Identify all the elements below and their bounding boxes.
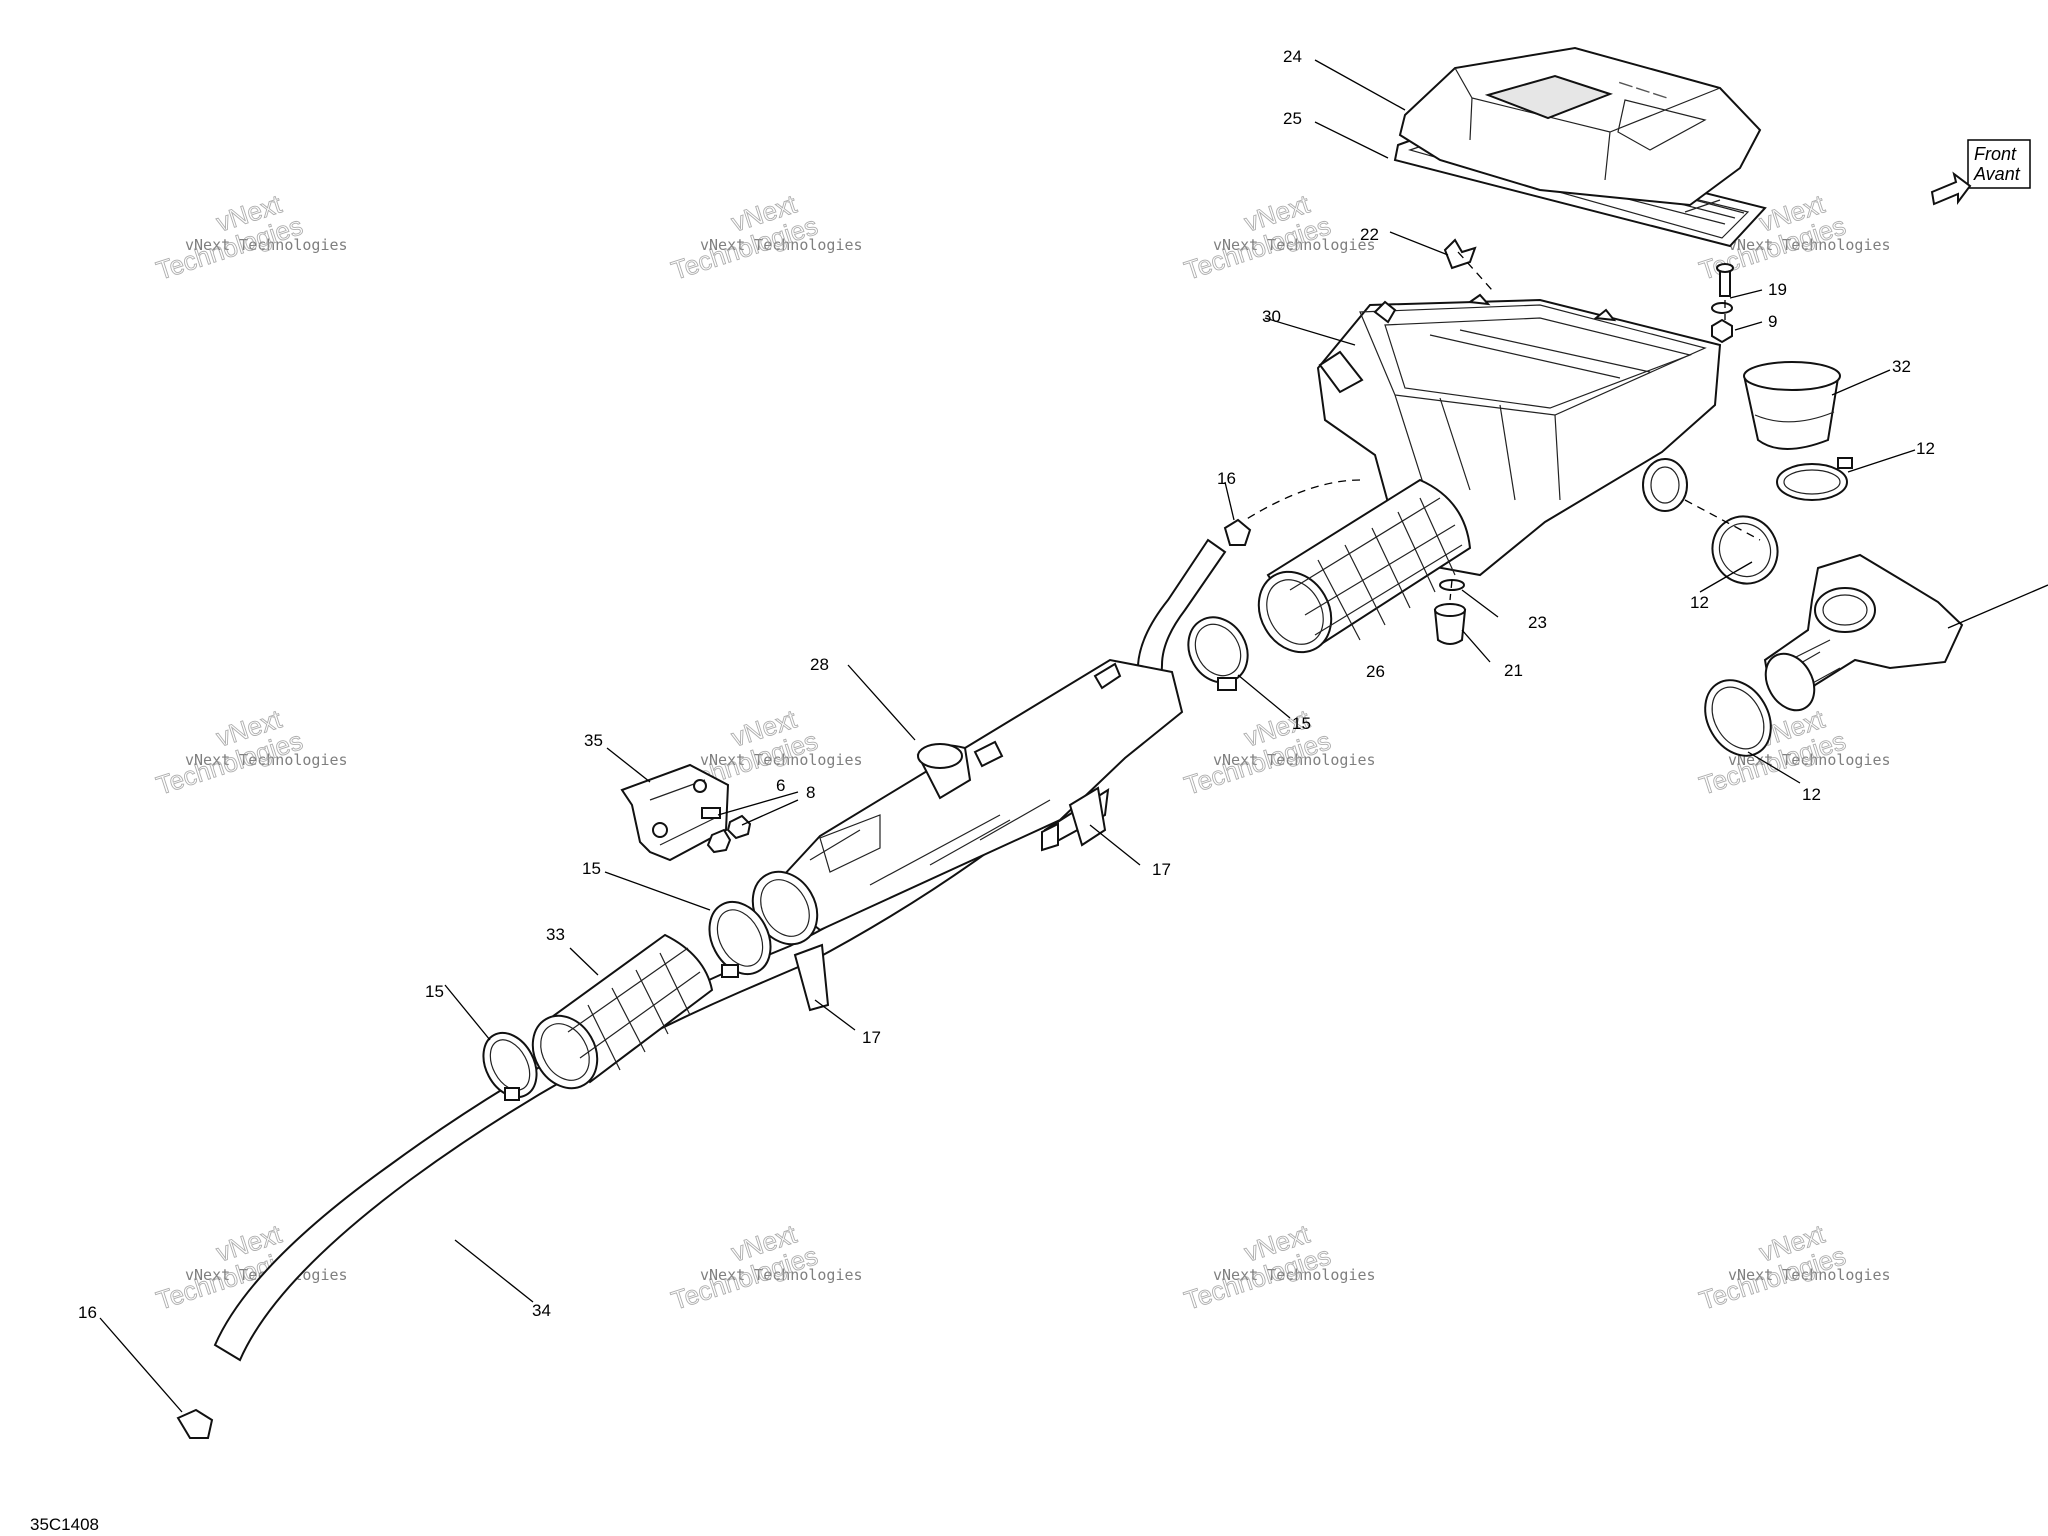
watermark-text: vNext Technologies	[1213, 1266, 1376, 1284]
callout-22: 22	[1360, 225, 1379, 244]
clamp-15-middle	[708, 900, 772, 978]
watermark-text: vNext Technologies	[700, 236, 863, 254]
callout-21: 21	[1504, 661, 1523, 680]
bracket-17-left	[793, 943, 830, 1012]
callout-19: 19	[1768, 280, 1787, 299]
callout-15: 15	[582, 859, 601, 878]
mount-bracket-35	[620, 763, 730, 862]
callout-23: 23	[1528, 613, 1547, 632]
watermark-text: vNext Technologies	[185, 751, 348, 769]
watermark-text: vNext Technologies	[700, 1266, 863, 1284]
drain-parts	[1433, 579, 1467, 645]
watermark: vNext Technologies vNext Technologies	[152, 703, 348, 801]
callout-labels: 24 25 22 19 9 30 32 12 16 12 23 21 26 28…	[78, 47, 1935, 1322]
front-arrow-icon	[1930, 171, 1972, 206]
t-duct	[1763, 553, 1964, 712]
callout-25: 25	[1283, 109, 1302, 128]
screw-washer-nut	[1711, 263, 1734, 344]
watermark: vNext Technologies vNext Technologies	[1180, 188, 1376, 286]
watermark-text: vNext Technologies	[1213, 236, 1376, 254]
air-box-cover: — — —	[1398, 46, 1762, 207]
watermark-text: vNext Technologies	[1728, 236, 1891, 254]
leader-lines	[99, 59, 1916, 1413]
corrugated-hose-33	[531, 933, 714, 1090]
callout-12: 12	[1690, 593, 1709, 612]
clamp-12-middle	[1711, 515, 1779, 585]
clamp-15-lower	[482, 1031, 538, 1101]
callout-16: 16	[78, 1303, 97, 1322]
watermark-text: vNext Technologies	[1213, 751, 1376, 769]
watermark-text: vNext Technologies	[1728, 1266, 1891, 1284]
callout-24: 24	[1283, 47, 1302, 66]
watermark: vNext Technologies vNext Technologies	[1180, 1218, 1376, 1316]
diagram-reference-id: 35C1408	[30, 1515, 99, 1534]
callout-17: 17	[1152, 860, 1171, 879]
callout-26: 26	[1366, 662, 1385, 681]
clamp-12-upper	[1776, 457, 1853, 501]
intake-silencer-28	[751, 658, 1184, 946]
clip-16-upper	[1223, 518, 1252, 546]
assembly-lines	[1244, 251, 1761, 601]
callout-9: 9	[1768, 312, 1777, 331]
watermark: vNext Technologies vNext Technologies	[667, 1218, 863, 1316]
callout-15: 15	[1292, 714, 1311, 733]
watermark: vNext Technologies vNext Technologies	[152, 188, 348, 286]
leader-line	[1947, 584, 2048, 629]
clamp-12-lower	[1704, 679, 1772, 757]
callout-33: 33	[546, 925, 565, 944]
callout-12: 12	[1802, 785, 1821, 804]
callout-16: 16	[1217, 469, 1236, 488]
callout-17: 17	[862, 1028, 881, 1047]
callout-34: 34	[532, 1301, 551, 1320]
front-label-box	[1967, 139, 2031, 189]
front-label: Front	[1974, 144, 2017, 164]
watermark: vNext Technologies vNext Technologies	[667, 188, 863, 286]
stud-and-nuts	[701, 807, 752, 854]
filter-cup	[1743, 361, 1841, 450]
callout-30: 30	[1262, 307, 1281, 326]
callout-15: 15	[425, 982, 444, 1001]
watermark-text: vNext Technologies	[700, 751, 863, 769]
callout-8: 8	[806, 783, 815, 802]
corrugated-hose-26	[1257, 478, 1472, 654]
clamp-15-right	[1187, 616, 1249, 691]
watermark: vNext Technologies vNext Technologies	[1180, 703, 1376, 801]
avant-label: Avant	[1973, 164, 2021, 184]
callout-32: 32	[1892, 357, 1911, 376]
watermark-text: vNext Technologies	[185, 236, 348, 254]
callout-12: 12	[1916, 439, 1935, 458]
callout-35: 35	[584, 731, 603, 750]
front-direction-indicator: Front Avant	[1930, 139, 2031, 206]
watermark: vNext Technologies vNext Technologies	[1695, 1218, 1891, 1316]
callout-28: 28	[810, 655, 829, 674]
callout-6: 6	[776, 776, 785, 795]
clip-16-lower	[176, 1408, 214, 1439]
